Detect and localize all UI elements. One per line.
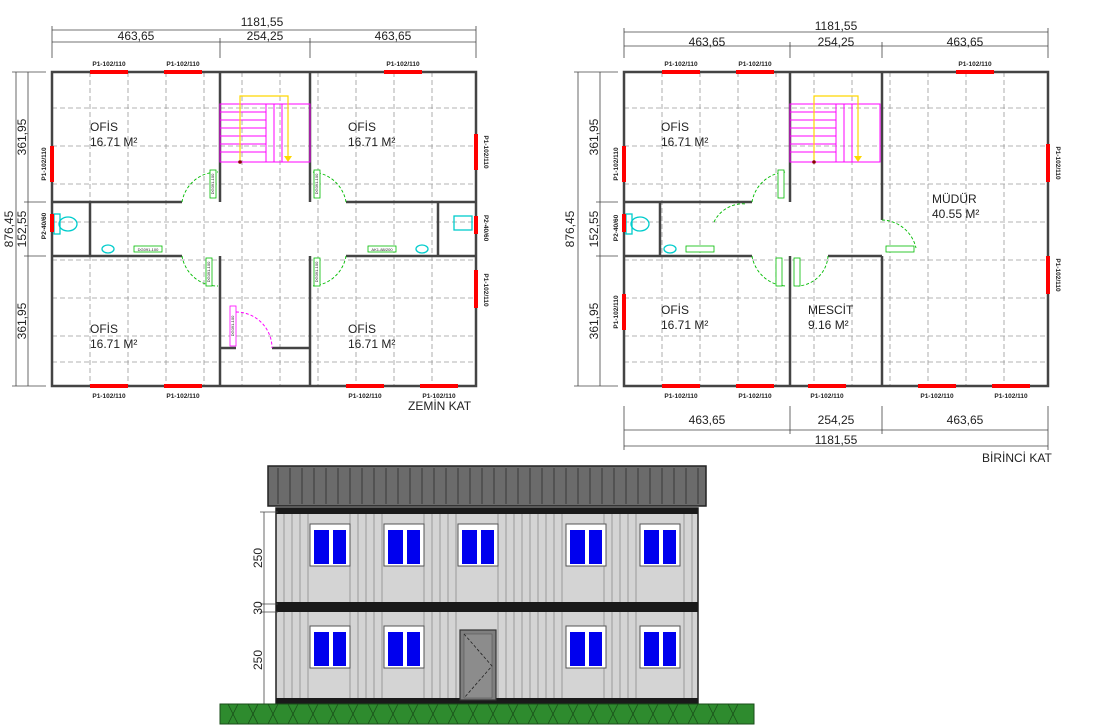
ff-window-label: P1-102/110	[613, 147, 620, 181]
stair	[219, 95, 311, 164]
ff-window-label: P1-102/110	[810, 393, 844, 400]
ff-left-seg-3: 361,95	[587, 302, 601, 339]
ff-window-label: P1-102/110	[994, 393, 1028, 400]
gf-window-label: P1-102/110	[41, 147, 48, 181]
ff-title: BİRİNCİ KAT	[982, 451, 1052, 465]
ff-total-width-bottom: 1181,55	[815, 433, 858, 447]
ff-room-2-name: MÜDÜR	[932, 192, 977, 206]
ff-room-4-area: 9.16 M²	[808, 318, 849, 332]
ff-window-label: P1-102/110	[958, 61, 992, 68]
gf-room-4-area: 16.71 M²	[348, 337, 395, 351]
ff-window-label: P1-102/110	[738, 61, 772, 68]
ff-room-4-name: MESCİT	[808, 303, 854, 317]
first-floor-plan	[574, 28, 1050, 450]
gf-top-seg-2: 254,25	[247, 29, 284, 43]
ff-total-height: 876,45	[563, 210, 577, 247]
front-elevation	[219, 465, 755, 725]
gf-window-label: P1-102/110	[348, 393, 382, 400]
gf-room-2-name: OFİS	[348, 120, 376, 134]
gf-left-seg-1: 361,95	[15, 118, 29, 155]
elev-height-1: 250	[251, 548, 265, 568]
gf-total-height: 876,45	[2, 210, 16, 247]
ff-window-label: P1-102/110	[613, 295, 620, 329]
gf-window-label: P1-102/110	[166, 61, 200, 68]
ff-bottom-seg-3: 463,65	[947, 413, 984, 427]
gf-window-label: P1-102/110	[166, 393, 200, 400]
gf-room-4-name: OFİS	[348, 322, 376, 336]
gf-door-label: DG091-100	[210, 173, 215, 194]
gf-room-1-name: OFİS	[90, 120, 118, 134]
entrance-door	[459, 629, 497, 701]
ff-top-seg-3: 463,65	[947, 35, 984, 49]
ff-top-seg-1: 463,65	[689, 35, 726, 49]
ff-window-label: P1-102/110	[664, 61, 698, 68]
gf-window-label: P1-102/110	[422, 393, 456, 400]
gf-window-label: P1-102/110	[386, 61, 420, 68]
ff-bottom-seg-2: 254,25	[818, 413, 855, 427]
ff-total-width: 1181,55	[815, 19, 858, 33]
ff-top-seg-2: 254,25	[818, 35, 855, 49]
ff-window-label: P1-102/110	[920, 393, 954, 400]
gf-door-label: DG091-100	[206, 261, 211, 282]
ground-floor-plan	[12, 26, 478, 388]
gf-top-seg-1: 463,65	[118, 29, 155, 43]
gf-total-width: 1181,55	[241, 15, 284, 29]
gf-window-label: P1-102/110	[482, 273, 489, 307]
gf-small-window-label: P2-40/60	[41, 212, 48, 239]
ff-window-label: P1-102/110	[664, 393, 698, 400]
elev-height-3: 250	[251, 650, 265, 670]
ff-room-3-name: OFİS	[661, 303, 689, 317]
gf-room-3-name: OFİS	[90, 322, 118, 336]
ff-small-window-label: P2-40/60	[613, 214, 620, 241]
gf-door-label: DG091-100	[138, 247, 159, 252]
gf-door-label: AK1-88/200	[371, 247, 393, 252]
gf-door-label: DG091-100	[314, 173, 319, 194]
ff-window-label: P1-102/110	[1054, 146, 1061, 180]
ff-window-label: P1-102/110	[738, 393, 772, 400]
gf-room-3-area: 16.71 M²	[90, 337, 137, 351]
gf-door-label: DG091-100	[314, 261, 319, 282]
gf-room-1-area: 16.71 M²	[90, 135, 137, 149]
gf-room-2-area: 16.71 M²	[348, 135, 395, 149]
gf-left-seg-3: 361,95	[15, 302, 29, 339]
gf-small-window-label: P2-40/60	[482, 215, 489, 242]
gf-top-seg-3: 463,65	[375, 29, 412, 43]
elev-height-2: 30	[251, 601, 265, 615]
stair	[789, 95, 881, 164]
ff-bottom-seg-1: 463,65	[689, 413, 726, 427]
gf-title: ZEMİN KAT	[408, 399, 472, 413]
gf-left-seg-2: 152,55	[15, 210, 29, 247]
gf-door-label: DG091-100	[230, 315, 235, 336]
ff-window-label: P1-102/110	[1054, 258, 1061, 292]
gf-window-label: P1-102/110	[482, 135, 489, 169]
gf-window-label: P1-102/110	[92, 393, 126, 400]
ff-room-3-area: 16.71 M²	[661, 318, 708, 332]
ff-left-seg-1: 361,95	[587, 118, 601, 155]
ff-room-1-name: OFİS	[661, 120, 689, 134]
gf-window-label: P1-102/110	[92, 61, 126, 68]
ff-room-1-area: 16.71 M²	[661, 135, 708, 149]
ff-room-2-area: 40.55 M²	[932, 207, 979, 221]
ff-left-seg-2: 152,55	[587, 210, 601, 247]
